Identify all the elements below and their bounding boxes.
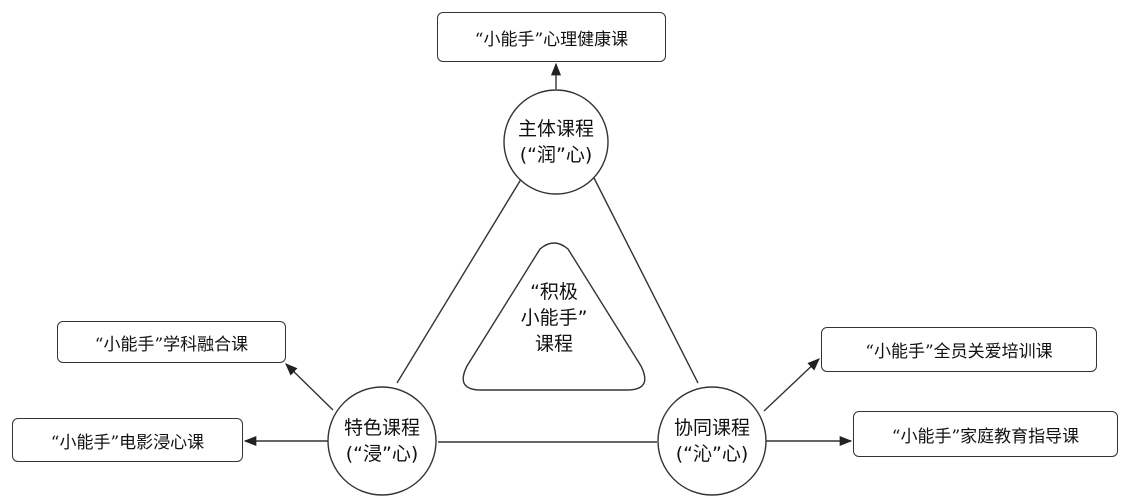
node-top-label: 主体课程 (“润”心) xyxy=(496,116,616,168)
node-left-title: 特色课程 xyxy=(343,417,420,439)
center-label: “积极 小能手” 课程 xyxy=(494,279,614,357)
arrow-right-upper xyxy=(763,358,820,412)
node-left-subtitle: (“浸”心) xyxy=(345,443,419,465)
node-right-title: 协同课程 xyxy=(673,417,750,439)
node-top-circle xyxy=(503,89,609,195)
box-film-immersion-course: “小能手”电影浸心课 xyxy=(12,418,243,462)
center-triangle-shape xyxy=(462,242,646,391)
edge-top-right xyxy=(592,175,699,384)
edge-top-left xyxy=(396,175,524,384)
box-mental-health-course: “小能手”心理健康课 xyxy=(437,12,666,62)
box-film-immersion-course-label: “小能手”电影浸心课 xyxy=(50,432,205,453)
node-right-subtitle: (“沁”心) xyxy=(675,443,749,465)
center-label-line1: “积极 xyxy=(530,281,578,303)
box-family-education-course-label: “小能手”家庭教育指导课 xyxy=(891,426,1080,447)
center-label-line2: 小能手” xyxy=(520,307,588,329)
box-staff-care-training-course-label: “小能手”全员关爱培训课 xyxy=(865,342,1053,362)
box-subject-integration-course: “小能手”学科融合课 xyxy=(57,321,286,363)
node-top-subtitle: (“润”心) xyxy=(519,144,593,166)
box-family-education-course: “小能手”家庭教育指导课 xyxy=(853,411,1118,457)
node-top-title: 主体课程 xyxy=(517,118,594,140)
arrow-left-upper xyxy=(285,363,334,411)
node-left-label: 特色课程 (“浸”心) xyxy=(322,415,442,467)
box-subject-integration-course-label: “小能手”学科融合课 xyxy=(94,334,249,355)
box-mental-health-course-label: “小能手”心理健康课 xyxy=(474,29,629,50)
center-label-line3: 课程 xyxy=(534,333,573,355)
box-staff-care-training-course: “小能手”全员关爱培训课 xyxy=(821,327,1097,372)
node-right-label: 协同课程 (“沁”心) xyxy=(652,415,772,467)
